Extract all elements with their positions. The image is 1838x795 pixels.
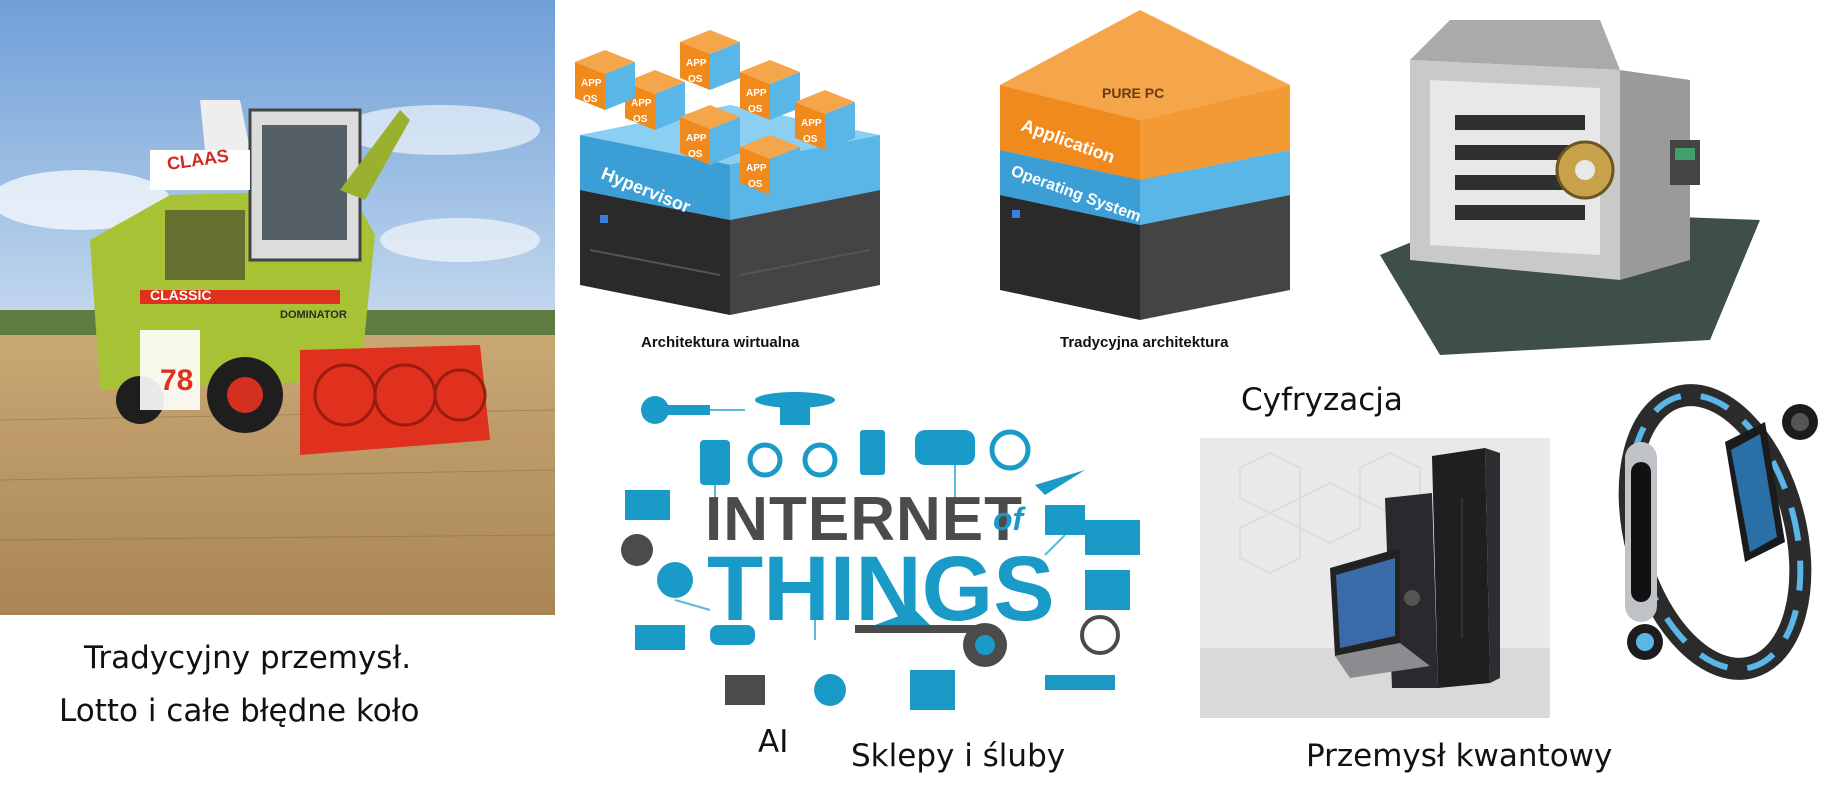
caption-quantum: Przemysł kwantowy: [1306, 738, 1613, 774]
harvester-photo: 78 CLAAS CLASSIC DOMINATOR: [0, 0, 556, 615]
harvester-machine: 78 CLAAS CLASSIC DOMINATOR: [90, 100, 490, 455]
app-os-cube: APP OS: [740, 135, 800, 195]
harvester-model: CLASSIC: [150, 287, 211, 303]
traditional-architecture-diagram: Operating System Application PURE PC: [990, 10, 1300, 325]
harvester-number: 78: [160, 364, 193, 397]
caption-digitization: Cyfryzacja: [1241, 382, 1403, 418]
cube-app-label: APP: [686, 133, 707, 144]
cube-app-label: APP: [581, 78, 602, 89]
cube-app-label: APP: [631, 98, 652, 109]
cube-os-label: OS: [748, 179, 763, 190]
harvester-sub: DOMINATOR: [280, 309, 347, 321]
cube-os-label: OS: [748, 104, 763, 115]
iot-things-word: THINGS: [707, 538, 1055, 640]
cube-app-label: APP: [686, 58, 707, 69]
iot-internet-word: INTERNET: [705, 485, 1023, 554]
caption-traditional-line2: Lotto i całe błędne koło: [59, 693, 420, 729]
cube-app-label: APP: [746, 163, 767, 174]
caption-ai: AI: [758, 724, 789, 760]
cube-app-label: APP: [801, 118, 822, 129]
app-os-cube: APP OS: [575, 50, 635, 110]
desktop-computers-photo: [1200, 438, 1550, 718]
app-os-cube: APP OS: [740, 60, 800, 120]
cube-os-label: OS: [633, 114, 648, 125]
cube-os-label: OS: [803, 134, 818, 145]
caption-traditional-architecture: Tradycyjna architektura: [1060, 334, 1229, 351]
app-os-cube: APP OS: [795, 90, 855, 150]
caption-traditional-line1: Tradycyjny przemysł.: [84, 640, 412, 676]
app-os-cube: APP OS: [680, 30, 740, 90]
internet-of-things-graphic: INTERNET of THINGS: [615, 380, 1205, 715]
cube-app-label: APP: [746, 88, 767, 99]
purepc-logo: PURE PC: [1102, 85, 1164, 101]
iot-of-word: of: [993, 501, 1027, 537]
caption-shops: Sklepy i śluby: [851, 738, 1066, 774]
bank-vault-image: [1370, 10, 1790, 370]
cube-os-label: OS: [583, 94, 598, 105]
smart-band-photo: [1605, 382, 1833, 682]
caption-virtual-architecture: Architektura wirtualna: [641, 334, 800, 351]
cube-os-label: OS: [688, 149, 703, 160]
app-os-cube: APP OS: [680, 105, 740, 165]
cube-os-label: OS: [688, 74, 703, 85]
